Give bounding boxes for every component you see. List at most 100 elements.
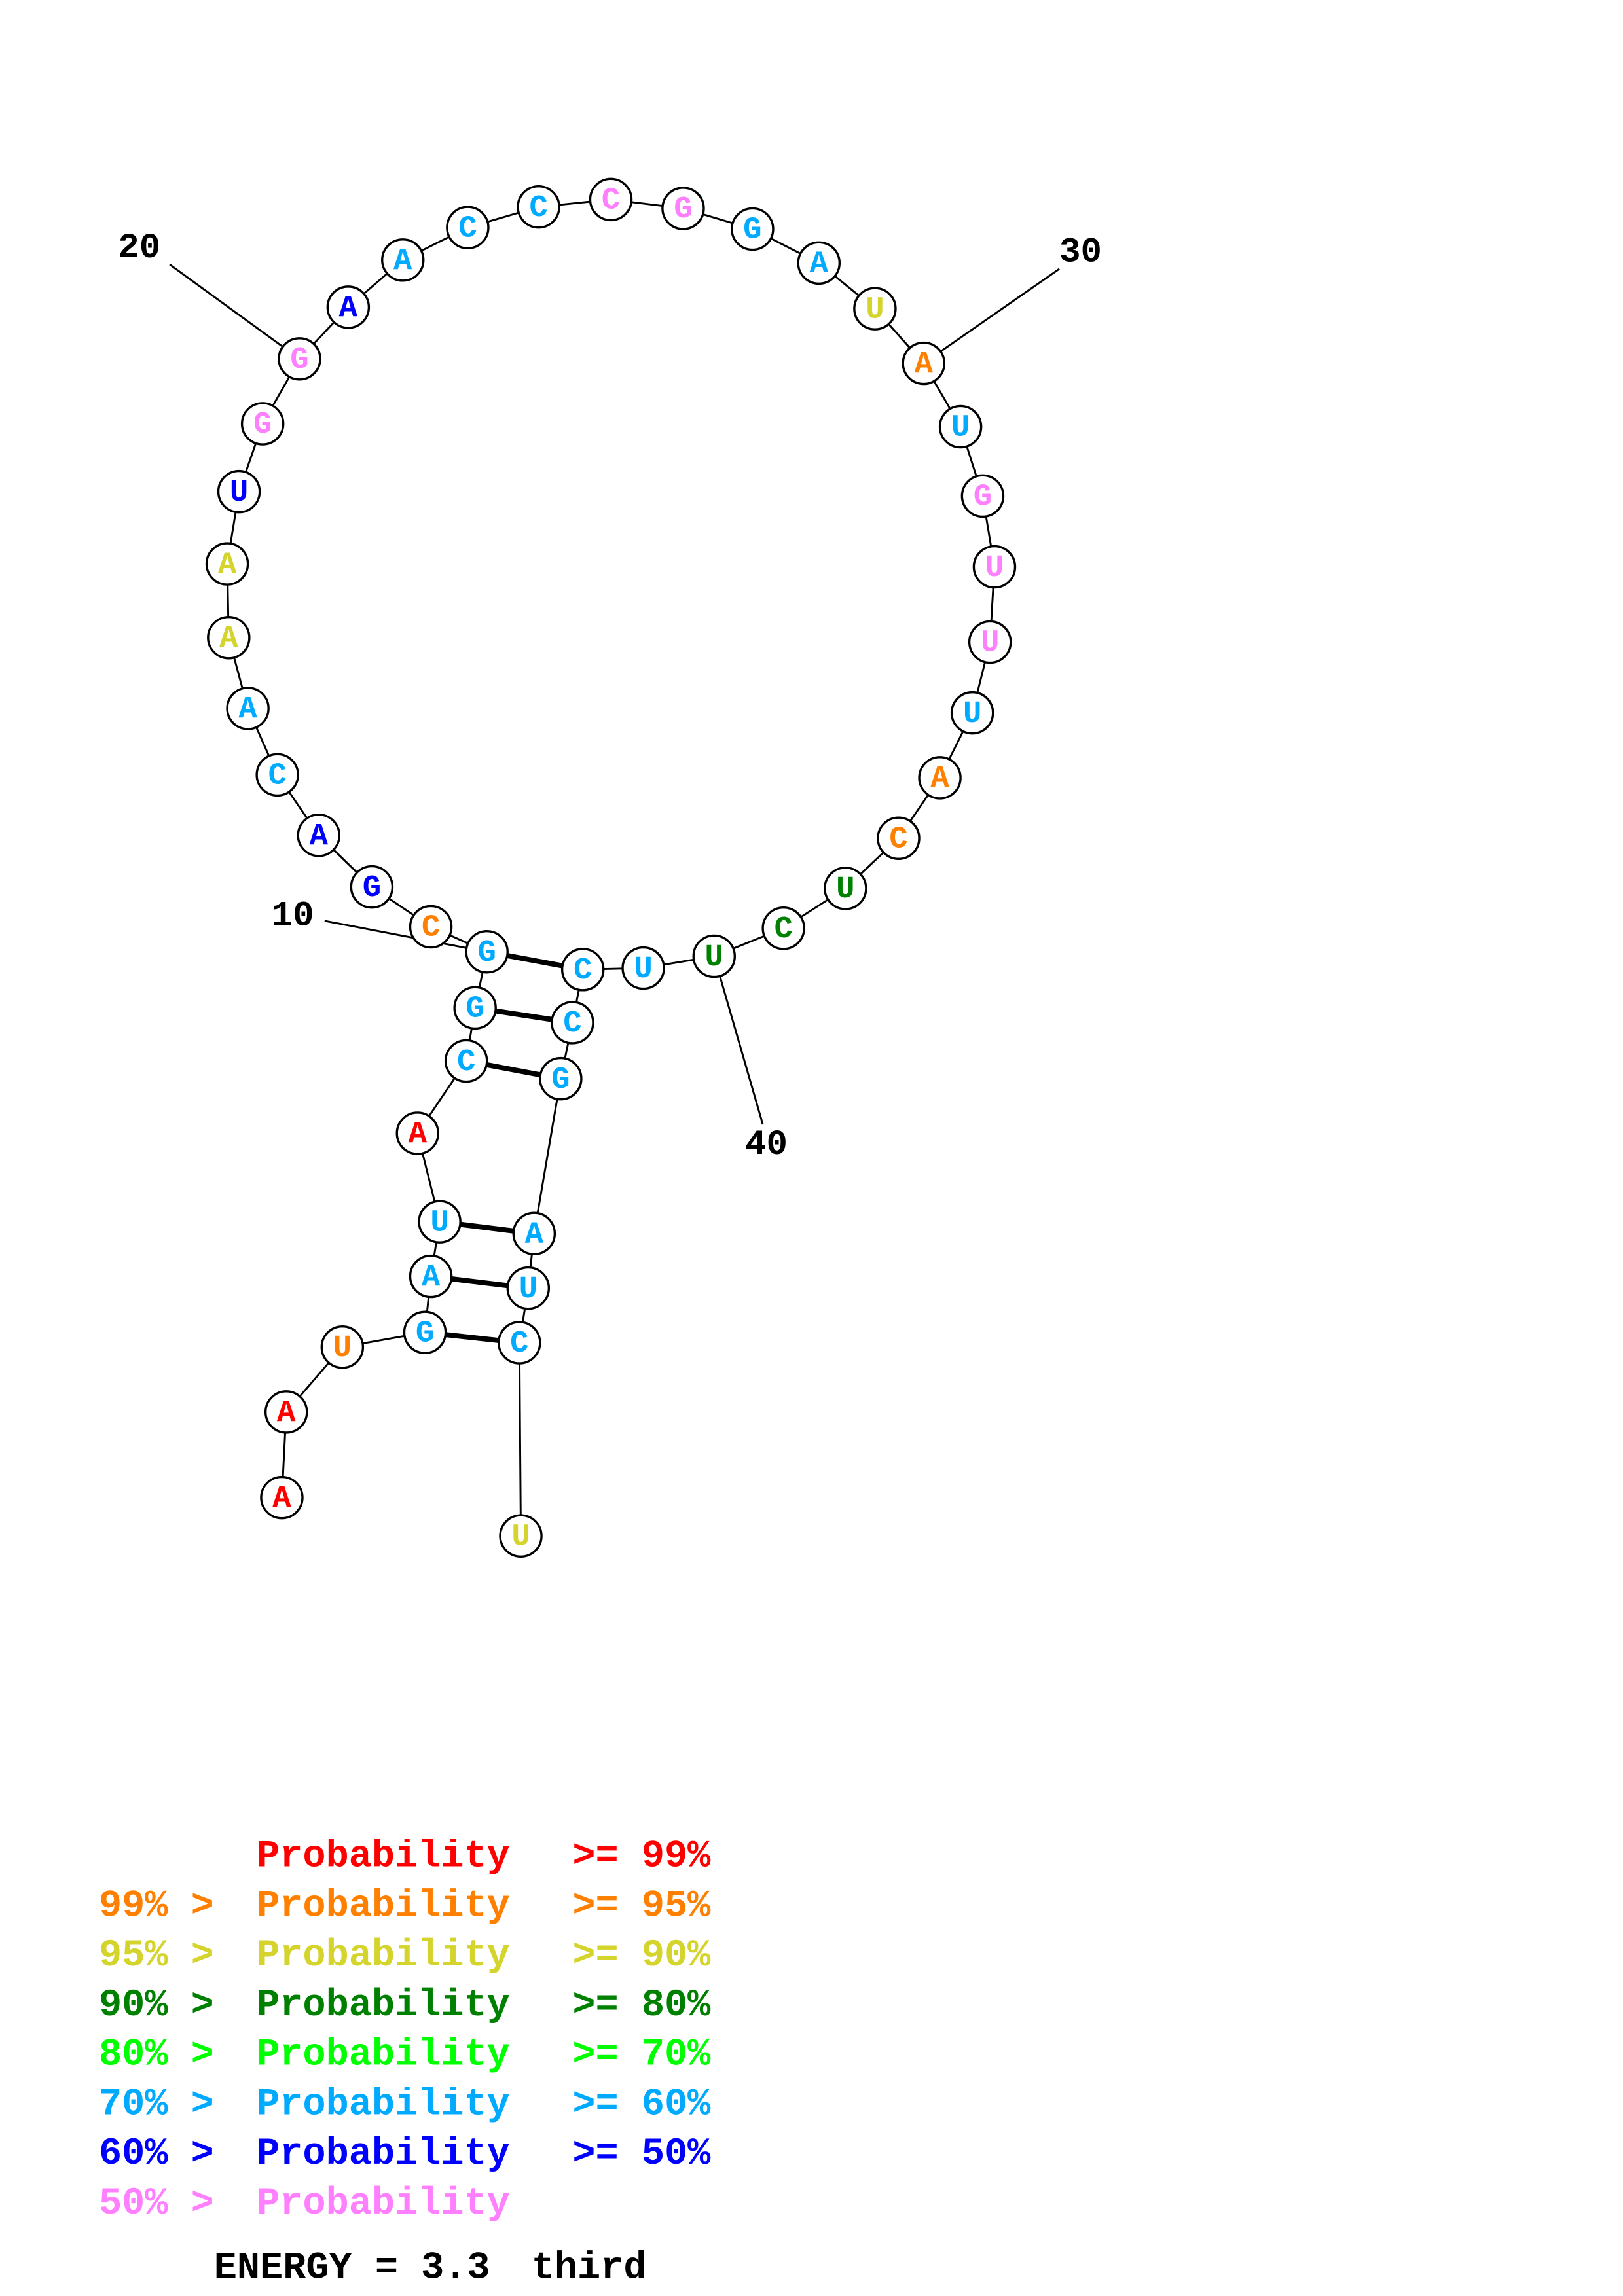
nucleotide: A	[326, 285, 371, 329]
probability-legend: Probability>= 99%99% >Probability>= 95%9…	[99, 1834, 711, 2225]
legend-label: Probability	[257, 2181, 510, 2225]
nucleotide-letter: U	[705, 941, 723, 975]
nucleotide-letter: U	[836, 872, 854, 907]
nucleotide-circle	[853, 287, 897, 331]
nucleotide: G	[453, 986, 497, 1030]
nucleotide-circle	[692, 934, 737, 978]
nucleotide: A	[264, 1390, 308, 1434]
nucleotide: A	[409, 1254, 453, 1299]
nucleotide-circle	[240, 402, 285, 446]
nucleotide-letter: A	[277, 1396, 296, 1431]
nucleotide-circle	[409, 905, 453, 949]
legend-prefix: 99% >	[99, 1884, 214, 1928]
nucleotide-circle	[938, 404, 983, 449]
legend-row: 50% > Probability	[99, 2181, 510, 2225]
nucleotide-letter: C	[457, 1045, 475, 1080]
nucleotide: G	[465, 930, 509, 974]
nucleotide-letter: A	[310, 819, 329, 854]
nucleotide-circle	[260, 1475, 304, 1520]
nucleotide-circle	[453, 986, 497, 1030]
nucleotide: U	[621, 946, 665, 990]
nucleotide-circle	[506, 1266, 551, 1310]
nucleotide-circle	[968, 620, 1012, 664]
nucleotide-letter: U	[866, 293, 884, 327]
legend-label: Probability	[257, 1834, 510, 1878]
legend-label: Probability	[257, 2082, 510, 2126]
nucleotide: C	[589, 177, 633, 222]
nucleotide-circle	[297, 813, 341, 857]
legend-row: 60% >Probability>= 50%	[99, 2132, 711, 2176]
legend-label: Probability	[257, 1933, 510, 1977]
nucleotide-circle	[517, 185, 560, 229]
nucleotide-letter: A	[218, 548, 237, 583]
legend-prefix: 50% >	[99, 2181, 214, 2225]
nucleotide-letter: C	[774, 912, 792, 947]
nucleotide: G	[960, 474, 1005, 518]
legend-prefix: 95% >	[99, 1933, 214, 1977]
position-label: 20	[118, 228, 160, 268]
nucleotide: A	[381, 238, 425, 282]
nucleotide-letter: U	[519, 1272, 538, 1307]
nucleotide-letter: C	[602, 184, 620, 219]
nucleotide-letter: U	[951, 411, 970, 446]
nucleotide: U	[506, 1266, 551, 1310]
position-label: 40	[745, 1125, 788, 1165]
structure-name: third	[532, 2246, 647, 2289]
nucleotide-circle	[560, 948, 605, 992]
nucleotide: A	[918, 756, 962, 800]
nucleotide: U	[950, 691, 994, 735]
legend-suffix: >= 70%	[572, 2032, 711, 2076]
nucleotide-circle	[217, 469, 261, 514]
legend-row: Probability >= 99%	[257, 1834, 711, 1878]
nucleotide-letter: U	[511, 1520, 530, 1554]
nucleotide: A	[205, 542, 249, 586]
nucleotide-circle	[498, 1321, 541, 1365]
nucleotide: C	[409, 905, 453, 949]
nucleotide-circle	[350, 865, 394, 909]
nucleotide-circle	[972, 545, 1017, 589]
nucleotide-circle	[381, 238, 425, 282]
nucleotide-letter: A	[393, 244, 412, 279]
nucleotide-circle	[902, 341, 946, 386]
legend-row: 99% >Probability>= 95%	[99, 1884, 711, 1928]
nucleotide-circle	[446, 206, 490, 249]
nucleotide: G	[240, 402, 285, 446]
nucleotide: G	[539, 1056, 583, 1101]
nucleotide-circle	[409, 1254, 453, 1299]
nucleotide-letter: C	[563, 1007, 581, 1041]
nucleotide-circle	[512, 1211, 556, 1255]
nucleotide-letter: A	[422, 1261, 441, 1295]
nucleotide-circle	[326, 285, 371, 329]
nucleotide: U	[217, 469, 261, 514]
nucleotide: A	[395, 1111, 440, 1155]
legend-row: 70% >Probability>= 60%	[99, 2082, 711, 2126]
nucleotide-circle	[761, 906, 805, 950]
nucleotide: C	[761, 906, 805, 950]
nucleotide-circle	[877, 816, 921, 860]
nucleotide: C	[498, 1321, 541, 1365]
nucleotide: U	[418, 1200, 462, 1244]
legend-prefix: 80% >	[99, 2032, 214, 2076]
nucleotide-circle	[403, 1310, 447, 1354]
nucleotide: G	[731, 207, 775, 251]
nucleotide: U	[320, 1325, 365, 1369]
legend-label: Probability	[257, 1982, 510, 2026]
legend-suffix: >= 99%	[572, 1834, 711, 1878]
legend-row: 95% >Probability>= 90%	[99, 1933, 711, 1977]
nucleotide-letter: G	[363, 871, 381, 906]
nucleotide: C	[446, 206, 490, 249]
nucleotide-letter: A	[930, 762, 949, 797]
nucleotide: C	[560, 948, 605, 992]
nucleotide-circle	[418, 1200, 462, 1244]
legend-suffix: >= 95%	[572, 1884, 711, 1928]
nucleotide-letter: G	[253, 408, 272, 442]
nucleotide-letter: A	[219, 622, 238, 656]
legend-suffix: >= 80%	[572, 1982, 711, 2026]
nucleotide-circle	[226, 687, 270, 730]
nucleotide-letter: U	[430, 1206, 448, 1240]
legend-label: Probability	[257, 2032, 510, 2076]
nucleotide: U	[968, 620, 1012, 664]
nucleotide-letter: G	[477, 936, 496, 971]
nucleotide-circle	[264, 1390, 308, 1434]
